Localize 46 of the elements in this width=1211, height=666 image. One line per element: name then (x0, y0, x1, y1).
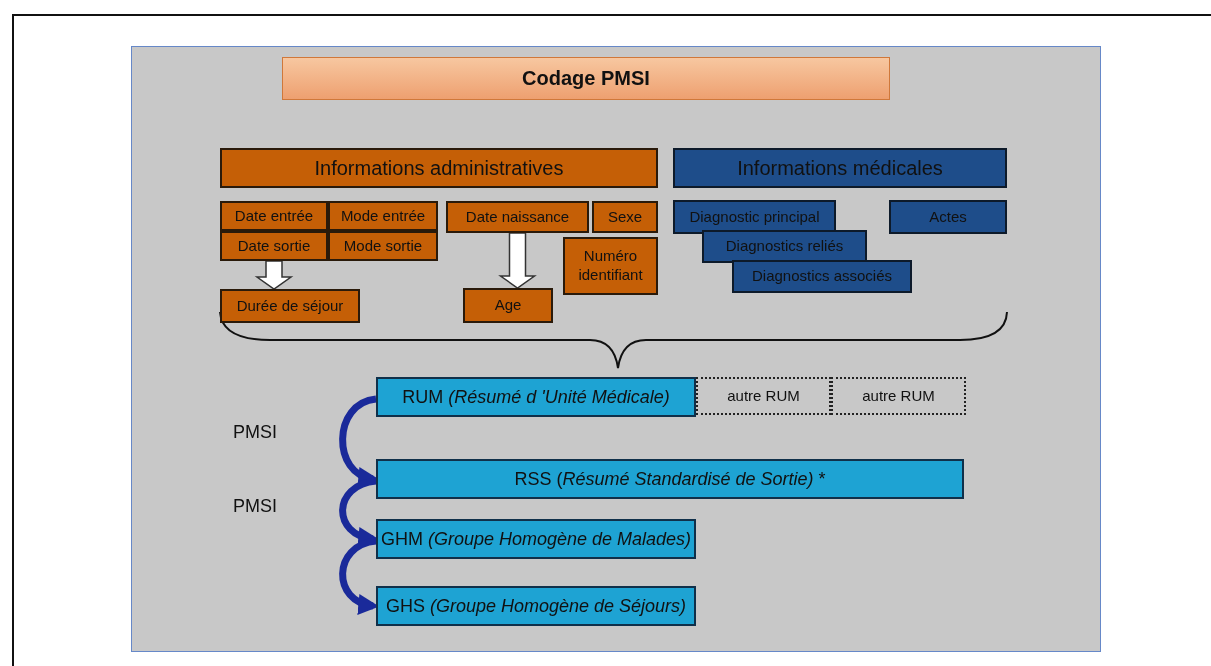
process-box (889, 200, 1007, 234)
dashed-box (831, 377, 966, 415)
process-box (463, 288, 553, 323)
box-label: Informations médicales (737, 155, 943, 181)
block-arrow (498, 232, 537, 289)
box-label: Informations administratives (314, 155, 564, 181)
box-label: Mode entrée (340, 206, 426, 226)
box-label: Codage PMSI (522, 66, 650, 91)
process-box (220, 231, 328, 261)
box-label: Numéro identifiant (577, 247, 644, 285)
box-label: Mode sortie (343, 236, 423, 256)
block-arrow (254, 260, 294, 290)
process-box (376, 586, 696, 626)
dashed-box (696, 377, 831, 415)
title-box (282, 57, 890, 100)
process-box (376, 459, 964, 499)
process-box (328, 201, 438, 231)
process-box (673, 148, 1007, 188)
process-box (563, 237, 658, 295)
box-label: Age (494, 296, 522, 315)
process-box (220, 201, 328, 231)
process-box (702, 230, 867, 263)
box-label: autre RUM (727, 386, 800, 406)
box-label: Diagnostic principal (689, 207, 820, 227)
box-label: Date naissance (465, 207, 570, 227)
process-box (732, 260, 912, 293)
process-box (673, 200, 836, 234)
box-label: Actes (929, 207, 967, 227)
box-label: RUM (Résumé d 'Unité Médicale) (402, 385, 670, 409)
box-label: Date sortie (237, 236, 311, 256)
box-label: Diagnostics reliés (725, 237, 844, 256)
box-label: Sexe (607, 207, 643, 227)
process-box (376, 377, 696, 417)
process-box (220, 289, 360, 323)
process-box (328, 231, 438, 261)
box-label: Date entrée (234, 206, 314, 226)
box-label: GHS (Groupe Homogène de Séjours) (385, 594, 687, 618)
box-label: GHM (Groupe Homogène de Malades) (380, 527, 692, 551)
process-box (446, 201, 589, 233)
process-box (592, 201, 658, 233)
box-label: autre RUM (862, 386, 935, 406)
box-label: Diagnostics associés (751, 267, 893, 286)
process-box (220, 148, 658, 188)
box-label: RSS (Résumé Standardisé de Sortie)* (514, 467, 826, 491)
box-label: Durée de séjour (236, 296, 344, 316)
process-box (376, 519, 696, 559)
